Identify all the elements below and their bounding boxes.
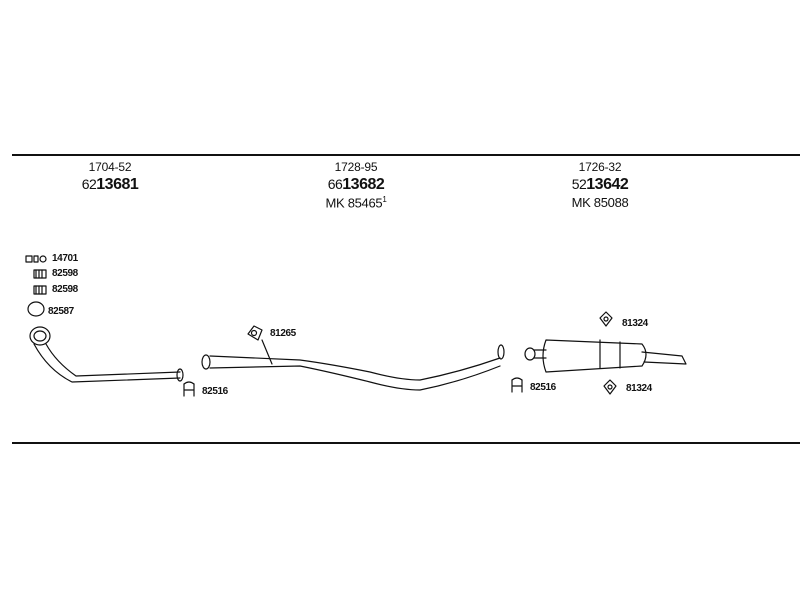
- bottom-divider: [12, 442, 800, 444]
- mk-footnote: 1: [382, 195, 387, 204]
- part-number-main: 13642: [586, 176, 629, 193]
- part-label-rubber-mount[interactable]: 81324: [626, 383, 652, 394]
- part-label-hanger[interactable]: 81265: [270, 328, 296, 339]
- part-number-prefix: 66: [327, 176, 343, 192]
- part-label-clamp[interactable]: 82516: [202, 386, 228, 397]
- part-number[interactable]: 6613682: [276, 176, 436, 194]
- part-number-prefix: 52: [571, 176, 587, 192]
- hanger-icon[interactable]: [247, 325, 273, 365]
- spring-icon[interactable]: [33, 269, 47, 279]
- part-label-clamp[interactable]: 82516: [530, 382, 556, 393]
- rubber-mount-icon[interactable]: [603, 379, 617, 395]
- part-label-rubber-mount[interactable]: 81324: [622, 318, 648, 329]
- part-label-spring[interactable]: 82598: [52, 268, 78, 279]
- part-label-gasket[interactable]: 14701: [52, 253, 78, 264]
- rubber-mount-icon[interactable]: [599, 311, 613, 327]
- part-number-prefix: 62: [81, 176, 97, 192]
- gasket-set-icon[interactable]: [25, 255, 47, 263]
- part-number-main: 13682: [342, 176, 385, 193]
- part-label-ring[interactable]: 82587: [48, 306, 74, 317]
- mk-number-text: MK 85088: [571, 195, 629, 210]
- reference-code: 1726-32: [578, 160, 622, 174]
- ring-icon[interactable]: [27, 301, 45, 317]
- reference-code: 1728-95: [334, 160, 378, 174]
- mk-number[interactable]: MK 854651: [276, 195, 436, 210]
- clamp-icon[interactable]: [511, 377, 523, 393]
- rear-muffler[interactable]: [524, 339, 687, 373]
- section-header-rear: 1726-32 5213642 MK 85088: [520, 160, 680, 210]
- part-label-spring[interactable]: 82598: [52, 284, 78, 295]
- section-header-middle: 1728-95 6613682 MK 854651: [276, 160, 436, 210]
- part-number[interactable]: 5213642: [520, 176, 680, 194]
- top-divider: [12, 154, 800, 156]
- mk-number-text: MK 85465: [325, 195, 383, 211]
- clamp-icon[interactable]: [183, 381, 195, 397]
- front-pipe[interactable]: [29, 326, 184, 383]
- spring-icon[interactable]: [33, 285, 47, 295]
- middle-pipe[interactable]: [201, 344, 505, 391]
- section-header-front: 1704-52 6213681: [30, 160, 190, 194]
- part-number-main: 13681: [96, 176, 139, 193]
- reference-code: 1704-52: [88, 160, 132, 174]
- part-number[interactable]: 6213681: [30, 176, 190, 194]
- mk-number[interactable]: MK 85088: [520, 195, 680, 210]
